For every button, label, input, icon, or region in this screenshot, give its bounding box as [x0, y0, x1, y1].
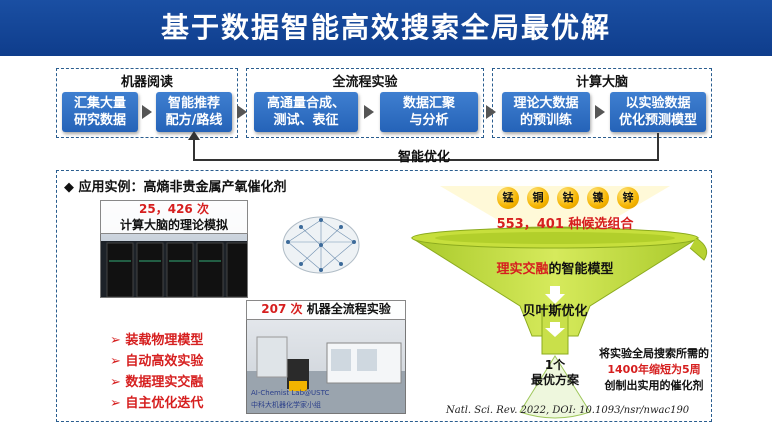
best-solution-text: 最优方案	[530, 373, 579, 387]
list-item: ➢ 自动高效实验	[110, 354, 204, 369]
metal-mn: 锰	[497, 187, 519, 209]
result-line-3: 创制出实用的催化剂	[604, 379, 704, 392]
list-item: ➢ 数据理实交融	[110, 375, 204, 390]
neural-network-icon	[282, 216, 360, 274]
metal-ni: 镍	[587, 187, 609, 209]
candidate-count: 553，401 种候选组合	[496, 217, 634, 232]
simulation-caption: 计算大脑的理论模拟	[119, 218, 228, 232]
simulation-count: 25，426 次	[139, 202, 209, 216]
step-recommend-recipe-label: 智能推荐 配方/路线	[165, 96, 223, 128]
loop-label: 智能优化	[398, 150, 451, 165]
step-recommend-recipe: 智能推荐 配方/路线	[156, 92, 232, 132]
page-title: 基于数据智能高效搜索全局最优解	[0, 0, 772, 56]
funnel-model-label-rest: 的智能模型	[548, 262, 614, 277]
list-item: ➢ 自主优化迭代	[110, 396, 204, 411]
lab-watermark-en: AI-Chemist Lab@USTC	[251, 389, 330, 397]
step-pretraining-label: 理论大数据 的预训练	[513, 96, 579, 128]
step-pretraining: 理论大数据 的预训练	[502, 92, 590, 132]
step-data-analysis: 数据汇聚 与分析	[380, 92, 478, 132]
bayes-label: 贝叶斯优化	[522, 304, 588, 319]
section-label-experiment: 全流程实验	[332, 75, 398, 90]
arrow-right-icon	[595, 105, 605, 119]
step-optimize-model: 以实验数据 优化预测模型	[610, 92, 706, 132]
diamond-bullet-icon: ◆	[64, 180, 79, 195]
experiment-count: 207 次	[261, 302, 303, 316]
result-line-1: 将实验全局搜索所需的	[599, 347, 709, 360]
arrow-right-icon	[364, 105, 374, 119]
result-line-2: 1400年缩短为5周	[607, 363, 701, 376]
section-label-brain: 计算大脑	[575, 75, 628, 90]
server-racks-graphic	[101, 241, 247, 297]
best-solution-count: 1个	[544, 358, 566, 372]
feature-list: ➢ 装载物理模型 ➢ 自动高效实验 ➢ 数据理实交融 ➢ 自主优化迭代	[110, 330, 203, 414]
arrow-right-icon	[486, 105, 496, 119]
result-summary: 将实验全局搜索所需的 1400年缩短为5周 创制出实用的催化剂	[598, 346, 710, 394]
step-collect-data-label: 汇集大量 研究数据	[73, 96, 126, 128]
feature-item-text: 自主优化迭代	[125, 396, 204, 411]
arrow-right-icon	[237, 105, 247, 119]
lab-watermark-cn: 中科大机器化学家小组	[251, 401, 321, 409]
section-label-reading: 机器阅读	[120, 75, 173, 90]
funnel-model-label: 理实交融的智能模型	[450, 258, 660, 277]
step-data-analysis-label: 数据汇聚 与分析	[402, 96, 455, 128]
step-collect-data: 汇集大量 研究数据	[62, 92, 138, 132]
funnel-graphic	[410, 186, 708, 419]
experiment-label: 207 次 机器全流程实验	[246, 300, 406, 320]
metal-co: 钴	[557, 187, 579, 209]
arrow-right-icon	[142, 105, 152, 119]
feedback-loop-arrow	[188, 131, 659, 161]
section-computing-brain	[492, 68, 712, 138]
best-solution: 1个 最优方案	[505, 358, 605, 388]
feature-item-text: 装载物理模型	[125, 333, 204, 348]
simulation-label: 25，426 次 计算大脑的理论模拟	[100, 200, 248, 234]
step-synthesis-test: 高通量合成、 测试、表征	[254, 92, 358, 132]
step-optimize-model-label: 以实验数据 优化预测模型	[618, 96, 697, 128]
experiment-caption: 机器全流程实验	[306, 302, 391, 316]
step-synthesis-test-label: 高通量合成、 测试、表征	[266, 96, 345, 128]
lab-robot-graphic	[247, 336, 405, 413]
list-item: ➢ 装载物理模型	[110, 333, 204, 348]
feature-item-text: 自动高效实验	[125, 354, 204, 369]
citation: Natl. Sci. Rev. 2022, DOI: 10.1093/nsr/n…	[446, 405, 690, 416]
metal-zn: 锌	[617, 187, 639, 209]
section-full-experiment	[246, 68, 484, 138]
application-title-text: 应用实例：高熵非贵金属产氧催化剂	[78, 180, 287, 195]
application-panel	[56, 170, 712, 422]
application-title: ◆ 应用实例：高熵非贵金属产氧催化剂	[64, 176, 287, 195]
metal-cu: 铜	[527, 187, 549, 209]
feature-item-text: 数据理实交融	[125, 375, 204, 390]
funnel-model-label-red: 理实交融	[496, 262, 549, 277]
section-machine-reading	[56, 68, 238, 138]
